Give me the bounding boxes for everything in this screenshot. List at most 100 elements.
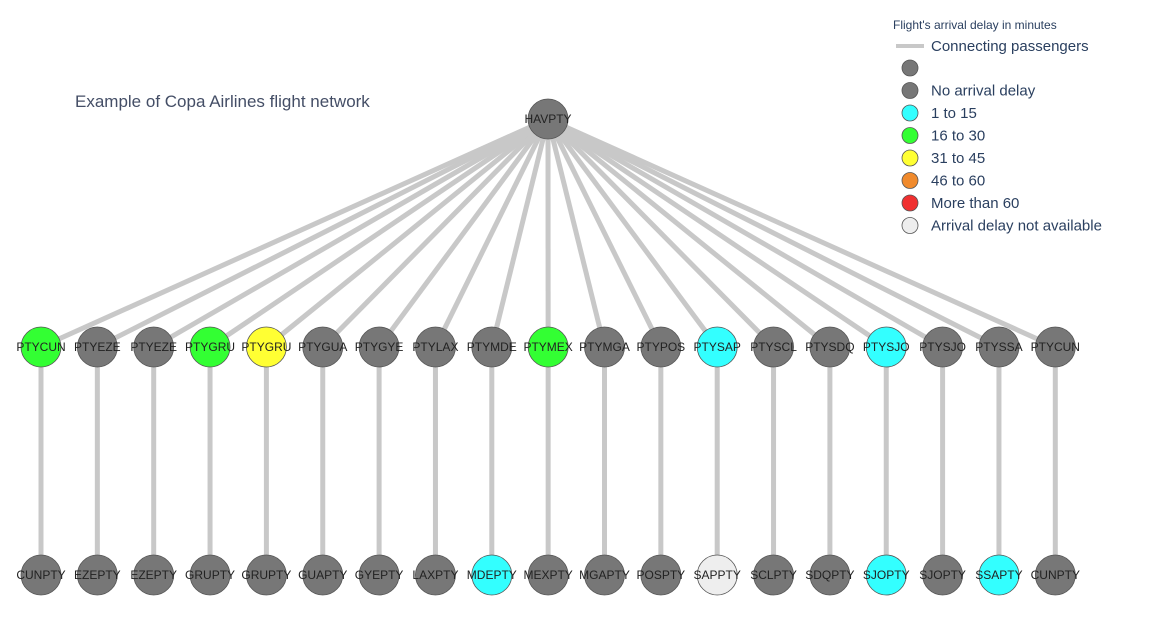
node-middle-ptycun[interactable]: PTYCUN bbox=[1031, 326, 1080, 368]
node-middle-ptygru[interactable]: PTYGRU bbox=[241, 326, 291, 368]
node-circle[interactable] bbox=[189, 554, 231, 596]
node-label: SCLPTY bbox=[750, 568, 797, 582]
node-circle[interactable] bbox=[527, 98, 569, 140]
node-bottom-ssapty[interactable]: SSAPTY bbox=[975, 554, 1023, 596]
node-circle[interactable] bbox=[640, 326, 682, 368]
node-circle[interactable] bbox=[640, 554, 682, 596]
node-label: EZEPTY bbox=[74, 568, 121, 582]
node-middle-ptyeze[interactable]: PTYEZE bbox=[74, 326, 121, 368]
legend-item[interactable]: Arrival delay not available bbox=[901, 217, 1102, 235]
node-bottom-ezepty[interactable]: EZEPTY bbox=[74, 554, 121, 596]
node-circle[interactable] bbox=[696, 554, 738, 596]
legend-swatch bbox=[901, 127, 919, 144]
legend-item[interactable] bbox=[901, 59, 919, 77]
node-circle[interactable] bbox=[471, 554, 513, 596]
node-middle-ptymga[interactable]: PTYMGA bbox=[579, 326, 630, 368]
node-bottom-sjopty[interactable]: SJOPTY bbox=[919, 554, 966, 596]
node-circle[interactable] bbox=[1034, 326, 1076, 368]
node-circle[interactable] bbox=[584, 326, 625, 368]
node-circle[interactable] bbox=[76, 326, 118, 368]
node-circle[interactable] bbox=[922, 554, 963, 596]
legend-item[interactable]: 46 to 60 bbox=[901, 172, 985, 190]
node-middle-ptyscl[interactable]: PTYSCL bbox=[750, 326, 797, 368]
node-middle-ptygua[interactable]: PTYGUA bbox=[298, 326, 347, 368]
legend-item[interactable]: 1 to 15 bbox=[901, 104, 977, 122]
node-circle[interactable] bbox=[865, 554, 907, 596]
node-circle[interactable] bbox=[753, 554, 794, 596]
node-bottom-mgapty[interactable]: MGAPTY bbox=[579, 554, 630, 596]
node-bottom-mdepty[interactable]: MDEPTY bbox=[467, 554, 517, 596]
node-circle[interactable] bbox=[133, 326, 175, 368]
legend-item[interactable]: No arrival delay bbox=[901, 82, 1036, 100]
node-circle[interactable] bbox=[865, 326, 907, 368]
node-circle[interactable] bbox=[527, 326, 569, 368]
node-middle-ptycun[interactable]: PTYCUN bbox=[16, 326, 66, 368]
node-circle[interactable] bbox=[358, 326, 400, 368]
legend-item[interactable]: More than 60 bbox=[901, 194, 1019, 212]
node-middle-ptygye[interactable]: PTYGYE bbox=[355, 326, 404, 368]
node-label: POSPTY bbox=[637, 568, 686, 582]
node-circle[interactable] bbox=[696, 326, 738, 368]
node-circle[interactable] bbox=[358, 554, 400, 596]
node-circle[interactable] bbox=[415, 326, 456, 368]
edge-root-to-ptygye bbox=[377, 117, 551, 349]
node-bottom-mexpty[interactable]: MEXPTY bbox=[523, 554, 573, 596]
node-circle[interactable] bbox=[584, 554, 625, 596]
node-middle-ptylax[interactable]: PTYLAX bbox=[412, 326, 458, 368]
node-bottom-grupty[interactable]: GRUPTY bbox=[185, 554, 235, 596]
node-label: PTYSAP bbox=[694, 340, 741, 354]
node-bottom-sappty[interactable]: SAPPTY bbox=[694, 554, 741, 596]
legend[interactable]: Flight's arrival delay in minutes Connec… bbox=[893, 18, 1102, 235]
node-middle-ptygru[interactable]: PTYGRU bbox=[185, 326, 235, 368]
node-bottom-gyepty[interactable]: GYEPTY bbox=[355, 554, 404, 596]
node-middle-ptyssa[interactable]: PTYSSA bbox=[975, 326, 1023, 368]
node-circle[interactable] bbox=[809, 326, 851, 368]
node-circle[interactable] bbox=[245, 326, 287, 368]
node-circle[interactable] bbox=[978, 326, 1020, 368]
node-circle[interactable] bbox=[1034, 554, 1076, 596]
node-circle[interactable] bbox=[189, 326, 231, 368]
node-circle[interactable] bbox=[415, 554, 456, 596]
node-label: SSAPTY bbox=[975, 568, 1022, 582]
node-middle-ptysjo[interactable]: PTYSJO bbox=[863, 326, 910, 368]
node-circle[interactable] bbox=[527, 554, 569, 596]
node-bottom-cunpty[interactable]: CUNPTY bbox=[16, 554, 66, 596]
node-circle[interactable] bbox=[76, 554, 118, 596]
node-circle[interactable] bbox=[753, 326, 794, 368]
node-circle[interactable] bbox=[471, 326, 513, 368]
node-root-havpty[interactable]: HAVPTY bbox=[524, 98, 572, 140]
node-circle[interactable] bbox=[809, 554, 851, 596]
node-bottom-ezepty[interactable]: EZEPTY bbox=[130, 554, 177, 596]
node-bottom-laxpty[interactable]: LAXPTY bbox=[412, 554, 458, 596]
node-label: EZEPTY bbox=[130, 568, 177, 582]
legend-edge-label: Connecting passengers bbox=[931, 38, 1089, 55]
node-bottom-sjopty[interactable]: SJOPTY bbox=[863, 554, 910, 596]
node-middle-ptysdq[interactable]: PTYSDQ bbox=[805, 326, 855, 368]
node-bottom-guapty[interactable]: GUAPTY bbox=[298, 554, 347, 596]
node-circle[interactable] bbox=[978, 554, 1020, 596]
node-middle-ptymde[interactable]: PTYMDE bbox=[467, 326, 517, 368]
legend-item-label: No arrival delay bbox=[931, 83, 1036, 100]
node-bottom-cunpty[interactable]: CUNPTY bbox=[1031, 554, 1080, 596]
legend-item-label: Arrival delay not available bbox=[931, 218, 1102, 235]
node-middle-ptysap[interactable]: PTYSAP bbox=[694, 326, 741, 368]
node-circle[interactable] bbox=[20, 554, 62, 596]
node-circle[interactable] bbox=[245, 554, 287, 596]
node-circle[interactable] bbox=[133, 554, 175, 596]
node-circle[interactable] bbox=[302, 326, 344, 368]
legend-item[interactable]: 16 to 30 bbox=[901, 127, 985, 145]
legend-item[interactable]: 31 to 45 bbox=[901, 149, 985, 167]
node-middle-ptymex[interactable]: PTYMEX bbox=[523, 326, 573, 368]
node-label: SAPPTY bbox=[694, 568, 741, 582]
node-middle-ptypos[interactable]: PTYPOS bbox=[637, 326, 686, 368]
node-circle[interactable] bbox=[922, 326, 963, 368]
node-bottom-sclpty[interactable]: SCLPTY bbox=[750, 554, 797, 596]
node-bottom-sdqpty[interactable]: SDQPTY bbox=[805, 554, 855, 596]
node-bottom-grupty[interactable]: GRUPTY bbox=[241, 554, 291, 596]
node-bottom-pospty[interactable]: POSPTY bbox=[637, 554, 686, 596]
node-middle-ptysjo[interactable]: PTYSJO bbox=[919, 326, 966, 368]
node-circle[interactable] bbox=[302, 554, 344, 596]
node-circle[interactable] bbox=[20, 326, 62, 368]
node-middle-ptyeze[interactable]: PTYEZE bbox=[130, 326, 177, 368]
node-label: MGAPTY bbox=[579, 568, 630, 582]
